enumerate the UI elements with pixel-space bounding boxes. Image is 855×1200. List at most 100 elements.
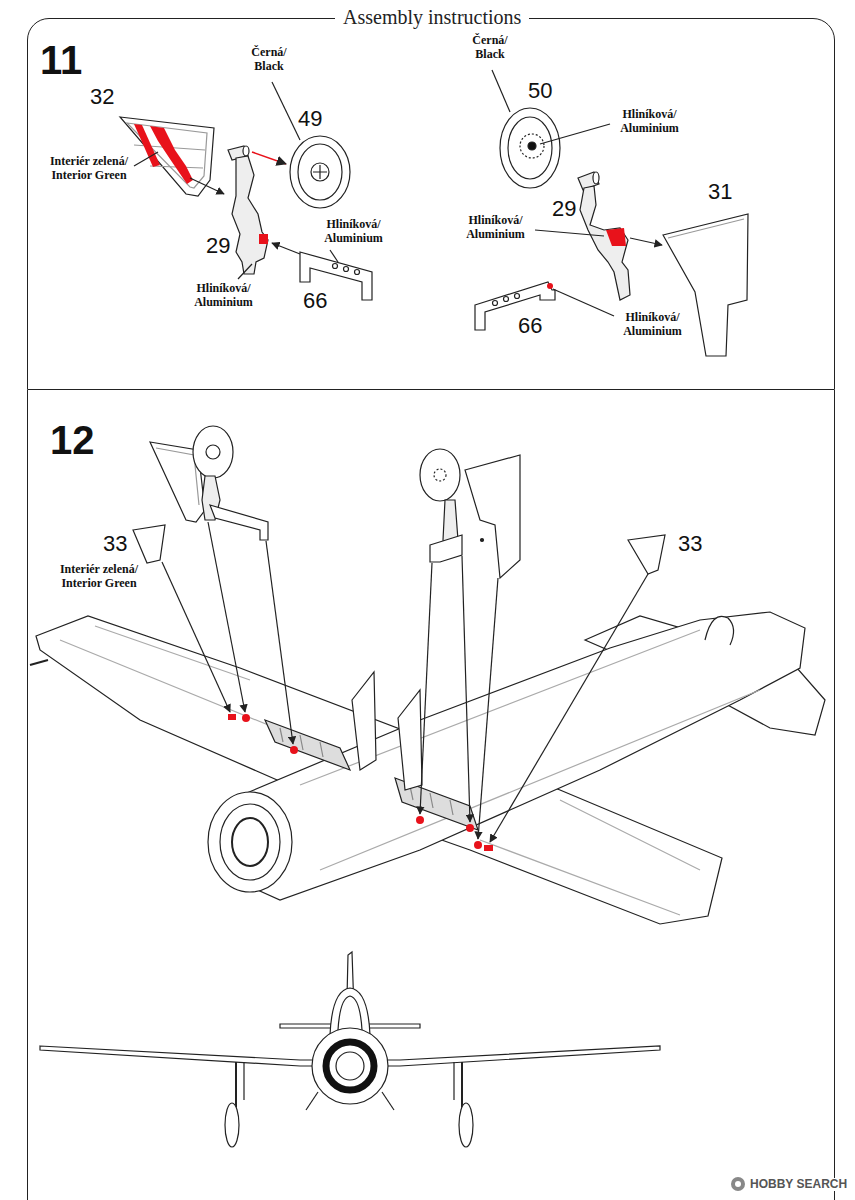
color-callout: Hliníková/ Aluminium — [316, 218, 391, 246]
wheel-hub — [520, 134, 544, 158]
bracket-hole — [344, 267, 349, 272]
color-callout: Hliníková/ Aluminium — [186, 282, 261, 310]
canopy-frame — [338, 996, 362, 1030]
fuselage — [230, 612, 805, 900]
gear-left-group — [120, 82, 372, 300]
part-number: 31 — [708, 181, 732, 203]
assembly-arrow — [272, 243, 300, 254]
bracket-hole — [493, 301, 498, 306]
strut-fairing — [352, 672, 376, 770]
glue-mark — [290, 746, 298, 754]
axle-end — [593, 172, 599, 184]
wheel-hub — [311, 163, 329, 181]
hub-detail — [313, 165, 327, 179]
gear-assemblies — [133, 426, 665, 842]
logo-circle — [731, 1177, 745, 1191]
part-number: 49 — [298, 108, 322, 130]
color-callout: Černá/ Black — [245, 46, 293, 74]
glue-mark — [474, 841, 482, 849]
assembly-arrow — [190, 178, 224, 194]
glue-mark — [416, 816, 424, 824]
leader-line — [553, 289, 614, 316]
bracket-hole — [504, 297, 509, 302]
gear-door — [120, 117, 214, 196]
part-number: 29 — [552, 198, 576, 220]
wheel — [290, 136, 350, 208]
antenna — [382, 1092, 394, 1110]
interior-highlight — [134, 124, 160, 167]
wheel — [500, 108, 560, 188]
part-number: 66 — [303, 290, 327, 312]
step-number: 12 — [50, 420, 95, 460]
leader-line — [492, 70, 510, 112]
tailwheel — [705, 616, 734, 645]
engine-front — [336, 1052, 364, 1080]
part-number: 32 — [90, 86, 114, 108]
wheel-rim — [298, 144, 342, 200]
axle-end — [243, 146, 249, 156]
door-detail — [481, 539, 484, 542]
glue-mark — [606, 228, 626, 246]
color-callout: Interiér zelená/ Interior Green — [34, 155, 144, 183]
wheel — [459, 1103, 473, 1147]
strut-fairing — [398, 690, 422, 790]
watermark: HOBBY SEARCH — [748, 1178, 849, 1191]
part-number: 66 — [518, 315, 542, 337]
assembly-arrow — [420, 563, 432, 814]
watermark-logo — [731, 1177, 745, 1191]
color-callout: Hliníková/ Aluminium — [615, 311, 690, 339]
gear-leg — [461, 1062, 463, 1110]
color-callout: Hliníková/ Aluminium — [458, 214, 533, 242]
step-panel: 12 — [27, 390, 835, 1200]
bracket — [210, 505, 268, 540]
landing-strut — [232, 156, 268, 274]
step-number: 11 — [40, 40, 82, 80]
wheel — [420, 449, 460, 501]
bracket-hole — [333, 264, 338, 269]
part-number: 33 — [678, 533, 702, 555]
wheel-hub — [206, 445, 220, 459]
step-panel: 11 — [27, 18, 835, 390]
gear-door — [243, 1062, 244, 1100]
small-door — [628, 535, 665, 574]
landing-strut — [580, 186, 630, 300]
assembly-arrow — [490, 574, 648, 842]
glue-mark — [242, 714, 250, 722]
bracket-hole — [355, 270, 360, 275]
gear-door — [453, 1062, 454, 1100]
antenna — [306, 1092, 318, 1110]
wheel — [193, 426, 233, 478]
assembly-arrow — [208, 522, 245, 712]
assembly-arrow — [462, 556, 470, 822]
cowling-ring — [220, 804, 280, 880]
gear-leg — [235, 1062, 237, 1110]
gear-door — [465, 455, 520, 578]
leader-line — [540, 124, 610, 144]
assembly-arrow — [266, 541, 293, 744]
front-view — [40, 952, 660, 1147]
bracket — [430, 535, 462, 562]
panel-line — [300, 630, 760, 870]
door-frame — [127, 123, 207, 188]
wheel-hub — [434, 469, 446, 481]
assembly-arrow — [478, 578, 498, 839]
engine-cowling — [208, 792, 292, 892]
part-number: 29 — [206, 235, 230, 257]
glue-mark — [466, 824, 474, 832]
door-frame — [156, 448, 199, 505]
leader-line — [272, 82, 300, 140]
part-number: 50 — [528, 80, 552, 102]
leader-line — [134, 152, 158, 166]
leader-line — [238, 264, 252, 279]
gear-bay — [265, 720, 350, 770]
glue-mark — [259, 234, 268, 244]
glue-mark — [547, 283, 553, 289]
wheel — [225, 1103, 239, 1147]
glue-mark — [228, 714, 236, 720]
interior-highlight — [150, 126, 193, 184]
part-number: 33 — [103, 533, 127, 555]
small-door — [133, 525, 165, 563]
cowling-ring — [326, 1042, 374, 1090]
